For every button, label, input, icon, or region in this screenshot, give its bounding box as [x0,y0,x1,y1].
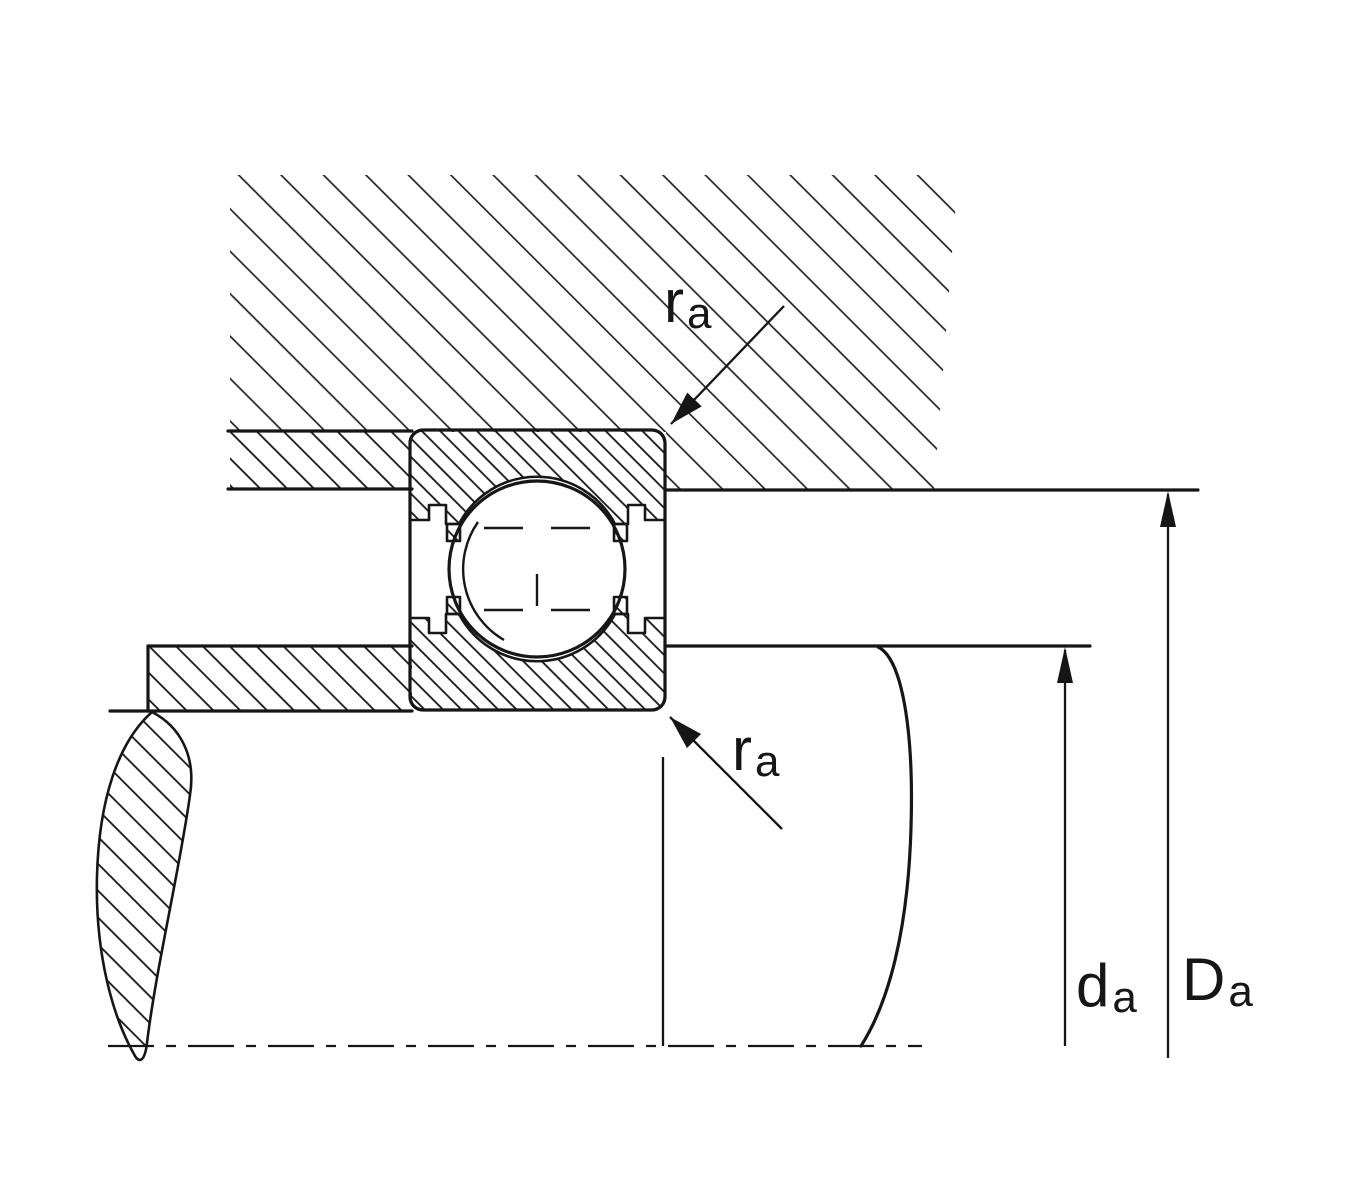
bearing-inner-ring-section [408,612,667,712]
da-arrowhead [1057,647,1073,683]
ball-shading-crescent [461,521,505,642]
housing-shoulder-hatch [230,431,411,489]
label-Da-sub: a [1228,967,1253,1016]
label-ra-bottom: r a [732,716,779,784]
label-da-sub: a [1112,973,1137,1022]
label-ra-bottom-sub: a [754,737,780,786]
shaft-contour-curve [859,645,914,1048]
label-ra-top-base: r [664,268,684,335]
bearing-ball [447,479,627,659]
bearing-outer-ring-section [408,428,667,526]
label-ra-top-sub: a [686,289,712,338]
label-Da-base: D [1182,946,1226,1013]
ra-bottom-leader-arrow [669,716,783,830]
label-Da: D a [1182,946,1253,1014]
label-ra-top: r a [664,268,711,336]
ra-top-leader-arrow [670,305,785,425]
housing-section-hatch [230,175,958,490]
label-da-base: d [1076,952,1110,1019]
label-ra-bottom-base: r [732,716,752,783]
shaft-shoulder-hatch [148,646,412,711]
shaft-fillet-section-lobe [95,710,193,1062]
label-da: d a [1076,952,1137,1020]
Da-arrowhead [1160,491,1176,527]
